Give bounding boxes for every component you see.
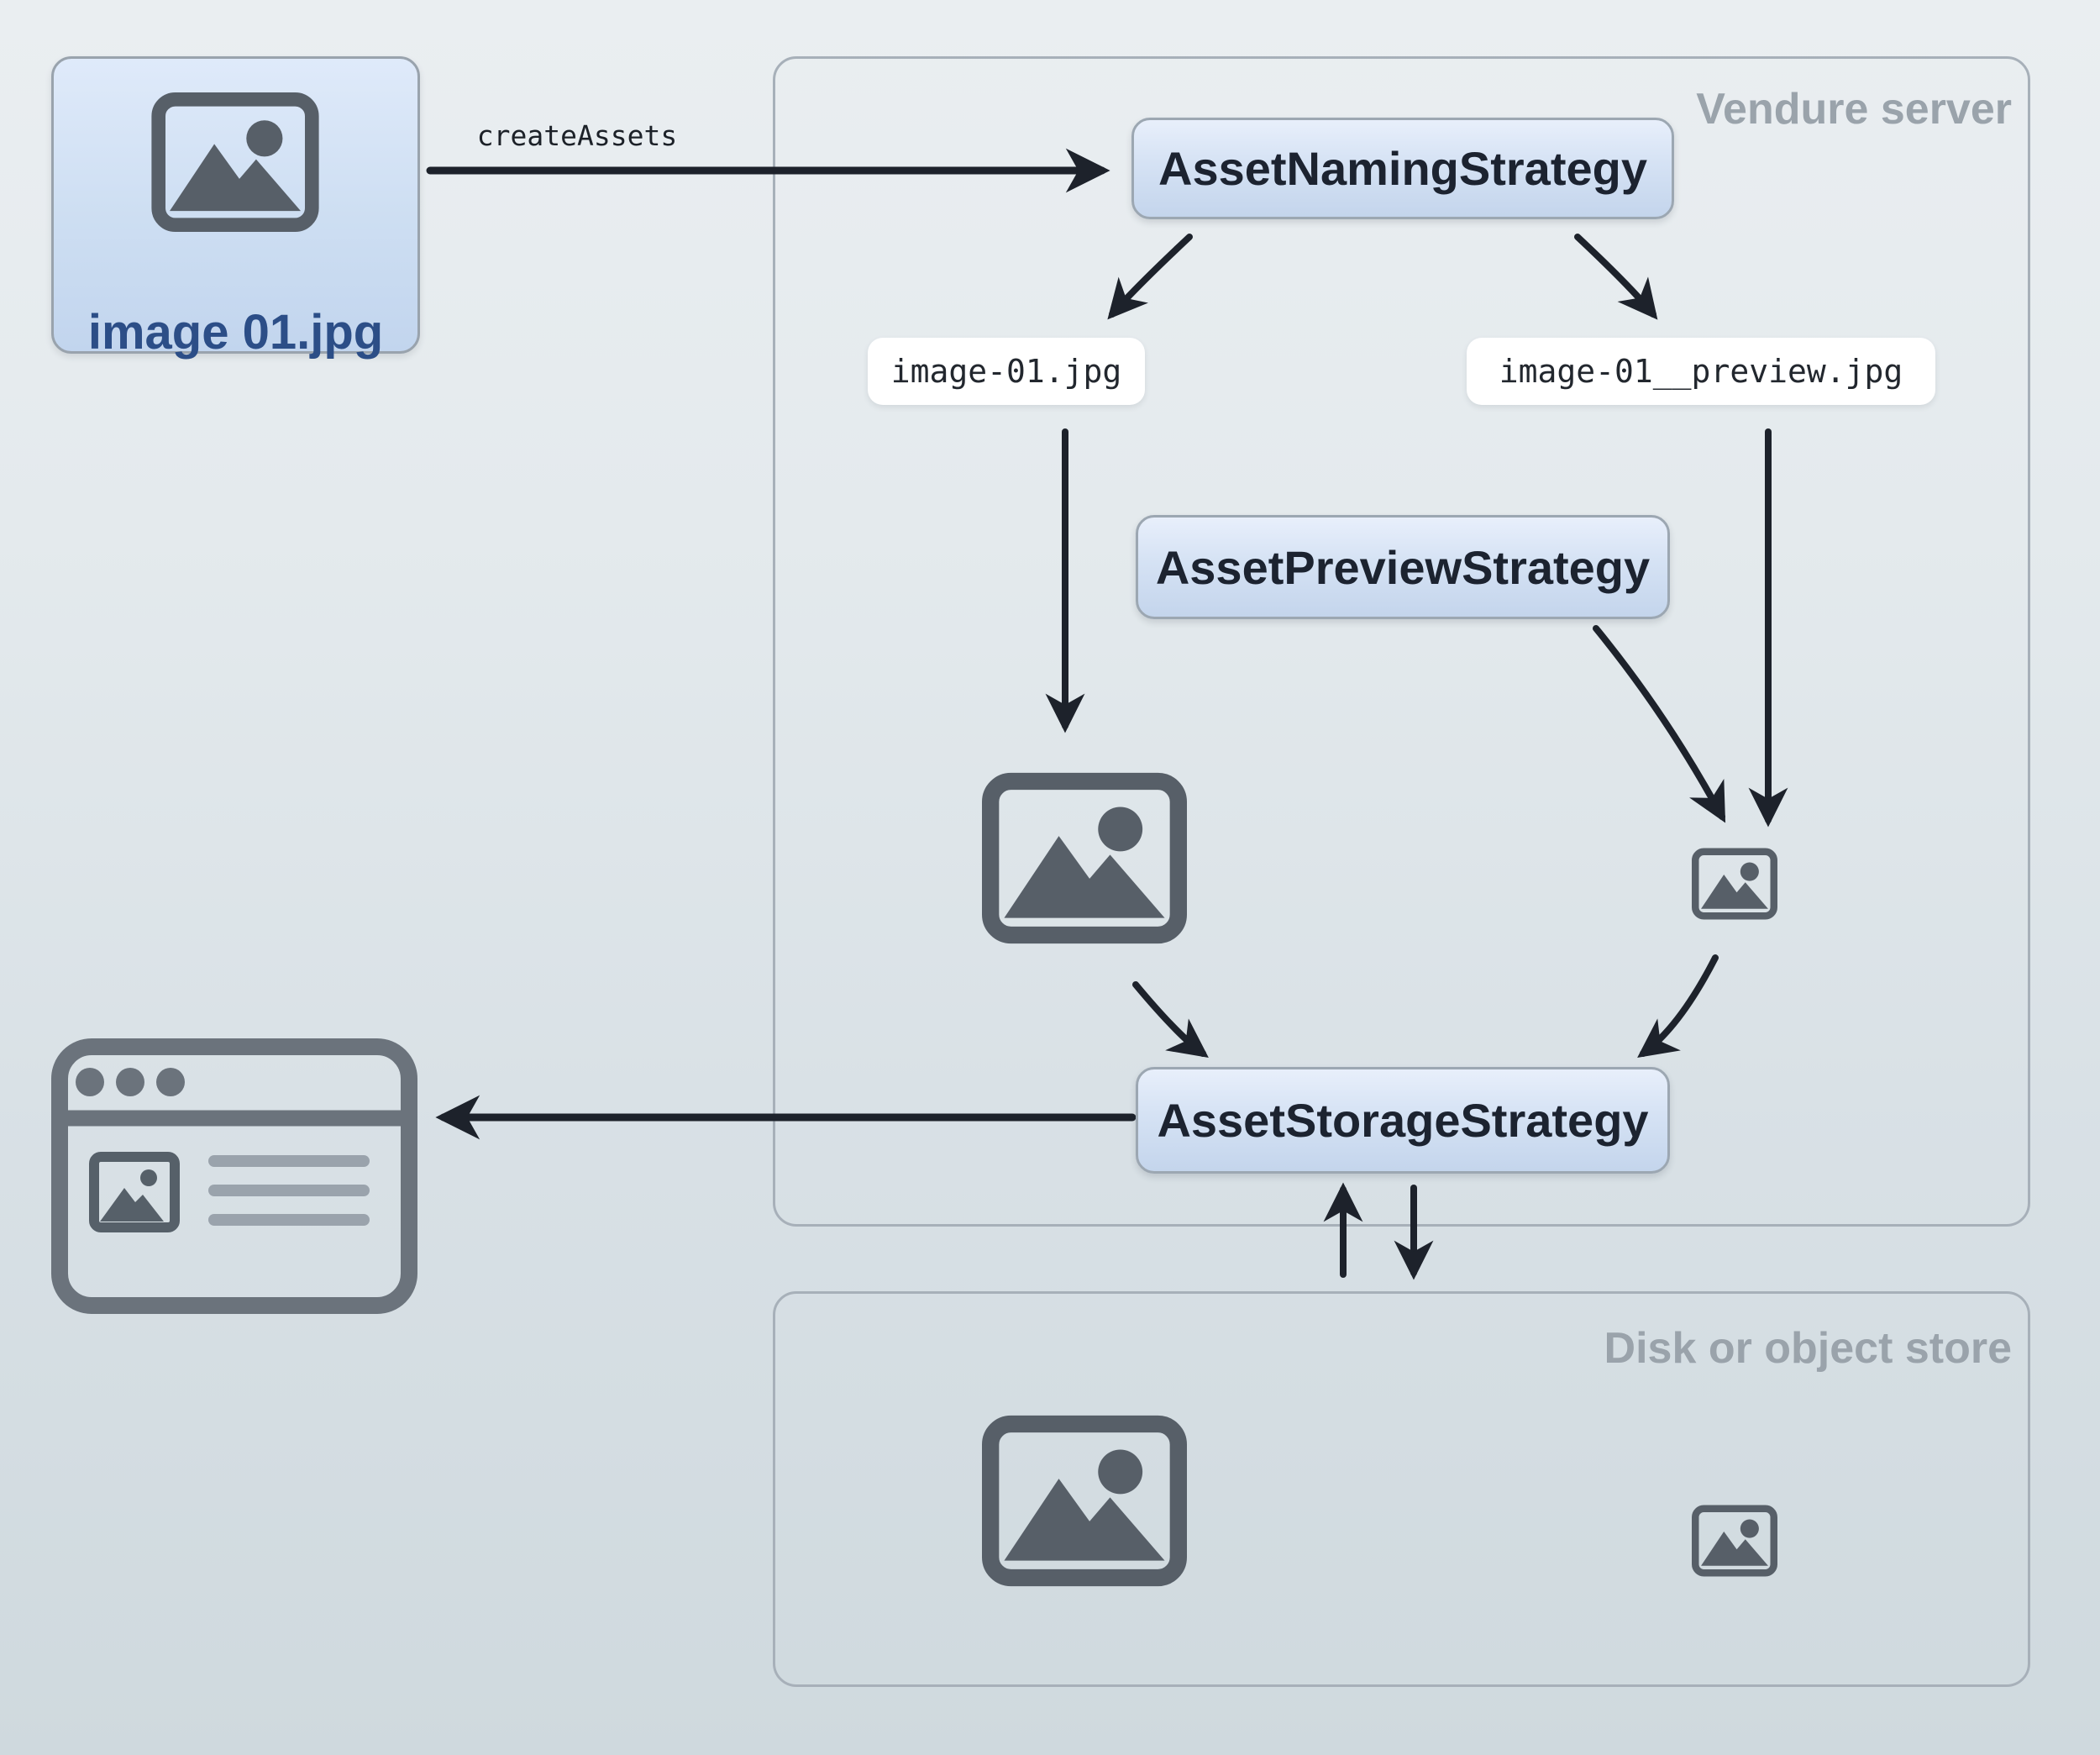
browser-icon	[51, 1038, 417, 1314]
browser-text-lines	[208, 1155, 370, 1226]
image-icon	[151, 92, 319, 232]
create-assets-label: createAssets	[476, 119, 678, 152]
original-filename-pill: image-01.jpg	[868, 338, 1145, 405]
asset-storage-strategy-box: AssetStorageStrategy	[1136, 1067, 1670, 1174]
preview-image-icon	[1692, 848, 1777, 920]
image-icon	[982, 772, 1187, 944]
disk-store-title: Disk or object store	[1604, 1324, 2012, 1373]
asset-preview-strategy-box: AssetPreviewStrategy	[1136, 515, 1670, 619]
disk-store-container	[773, 1291, 2030, 1687]
source-image-card: image 01.jpg	[51, 56, 420, 360]
preview-filename-pill: image-01__preview.jpg	[1467, 338, 1935, 405]
stored-image-icon	[982, 1415, 1187, 1587]
vendure-server-container	[773, 56, 2030, 1227]
source-image-label: image 01.jpg	[87, 305, 384, 360]
browser-thumbnail-image-icon	[89, 1152, 180, 1232]
vendure-server-title: Vendure server	[1696, 85, 2012, 134]
stored-preview-image-icon	[1692, 1505, 1777, 1577]
asset-naming-strategy-box: AssetNamingStrategy	[1131, 118, 1674, 219]
